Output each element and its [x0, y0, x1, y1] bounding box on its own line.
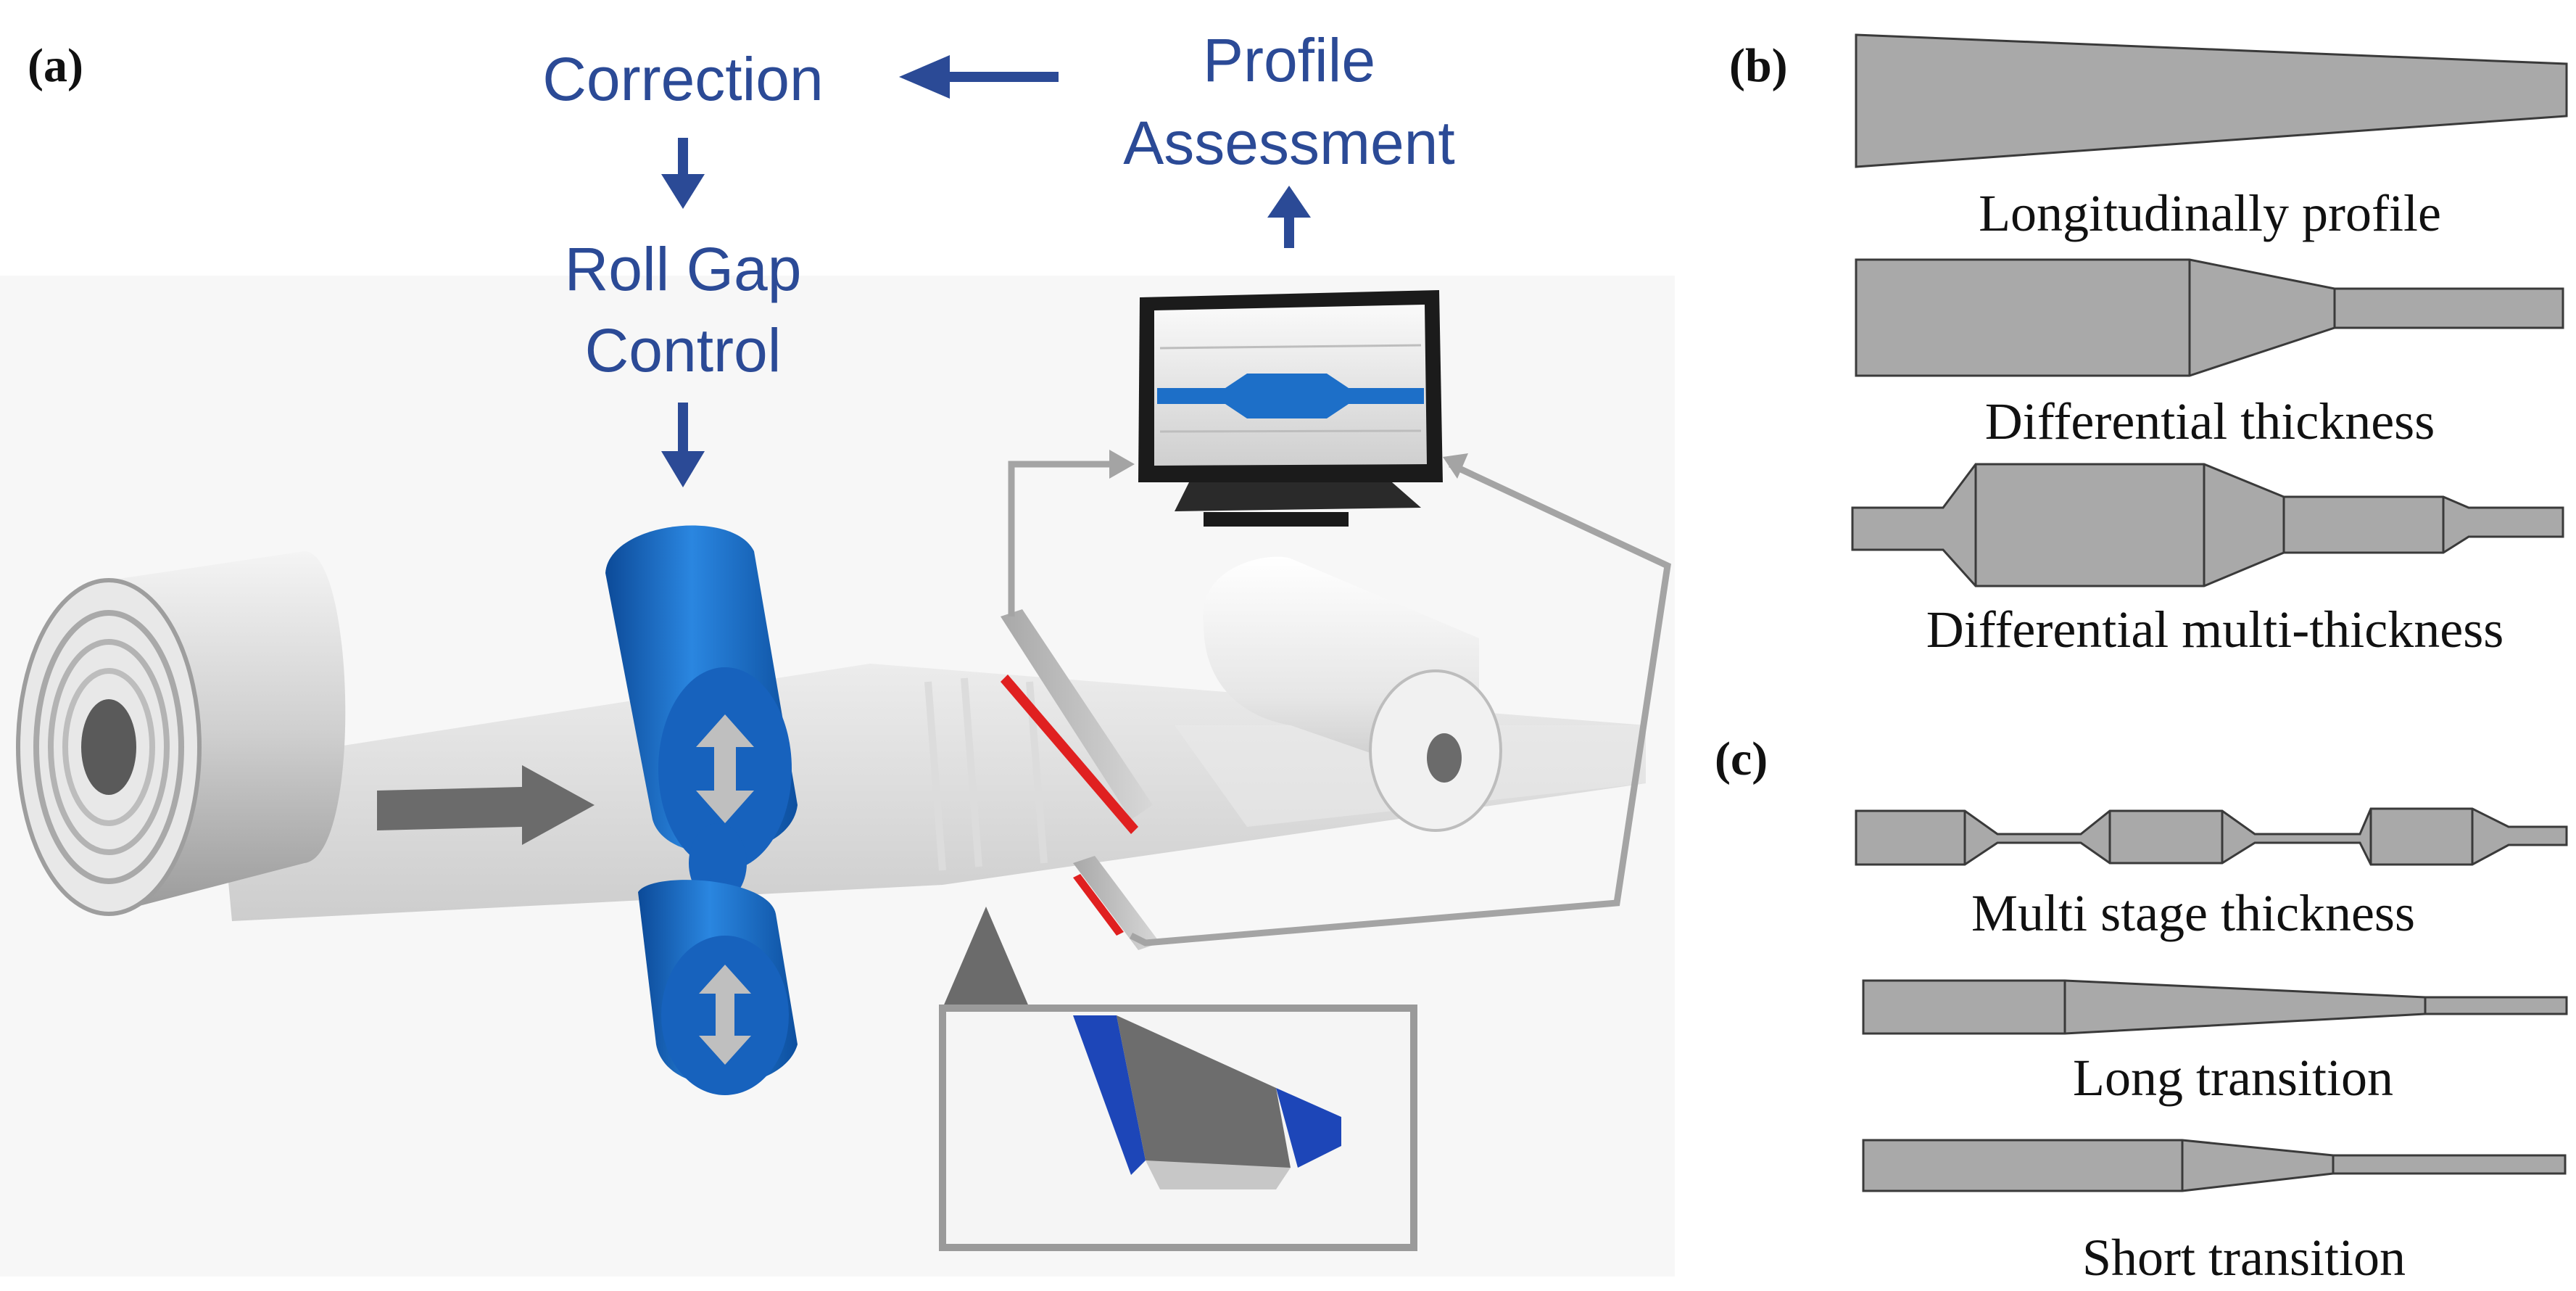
profile-assessment-label-line2: Assessment — [1123, 109, 1455, 177]
multi-stage-thickness-shape — [1855, 807, 2568, 866]
differential-multi-thickness-shape — [1851, 463, 2564, 587]
input-coil — [16, 551, 346, 916]
differential-thickness-shape — [1855, 258, 2564, 377]
panel-b: (b) Longitudinally profile Differential … — [1729, 33, 2568, 659]
panel-c-label: (c) — [1715, 733, 1768, 785]
caption-longitudinal-profile: Longitudinally profile — [1979, 184, 2441, 242]
caption-differential-multi-thickness: Differential multi-thickness — [1926, 601, 2503, 659]
monitor-icon — [1138, 290, 1443, 527]
up-down-arrow-icon — [696, 714, 754, 823]
flow-arrows — [661, 55, 1311, 487]
thickness-sensor — [1001, 609, 1160, 950]
short-transition-shape — [1862, 1139, 2567, 1192]
roll-gap-control-label-line2: Control — [585, 316, 782, 384]
output-coil — [1203, 556, 1502, 832]
caption-long-transition: Long transition — [2073, 1049, 2393, 1107]
longitudinal-profile-shape — [1855, 33, 2568, 168]
caption-differential-thickness: Differential thickness — [1985, 392, 2435, 450]
correction-label: Correction — [542, 45, 823, 113]
profile-assessment-label-line1: Profile — [1203, 26, 1375, 94]
arrow-up-icon — [1267, 186, 1311, 248]
panel-a-label: (a) — [28, 39, 83, 92]
feed-direction-arrow-icon — [377, 765, 595, 845]
arrow-left-icon — [899, 55, 1059, 99]
caption-multi-stage-thickness: Multi stage thickness — [1971, 884, 2415, 942]
feedback-lines — [1008, 461, 1671, 946]
arrow-down-icon — [661, 403, 705, 487]
roll-gap-control-label-line1: Roll Gap — [565, 235, 802, 303]
long-transition-shape — [1862, 979, 2568, 1035]
panel-c: (c) Multi stage thickness Long transitio… — [1715, 733, 2568, 1287]
inset-cross-section — [939, 907, 1417, 1251]
panel-b-label: (b) — [1729, 39, 1788, 92]
work-rolls — [605, 525, 798, 1095]
arrow-down-icon — [661, 138, 705, 209]
panel-a: (a) Correction Profile Assessment Roll G… — [0, 26, 1675, 1276]
caption-short-transition: Short transition — [2082, 1229, 2406, 1287]
up-down-arrow-icon — [699, 965, 751, 1065]
